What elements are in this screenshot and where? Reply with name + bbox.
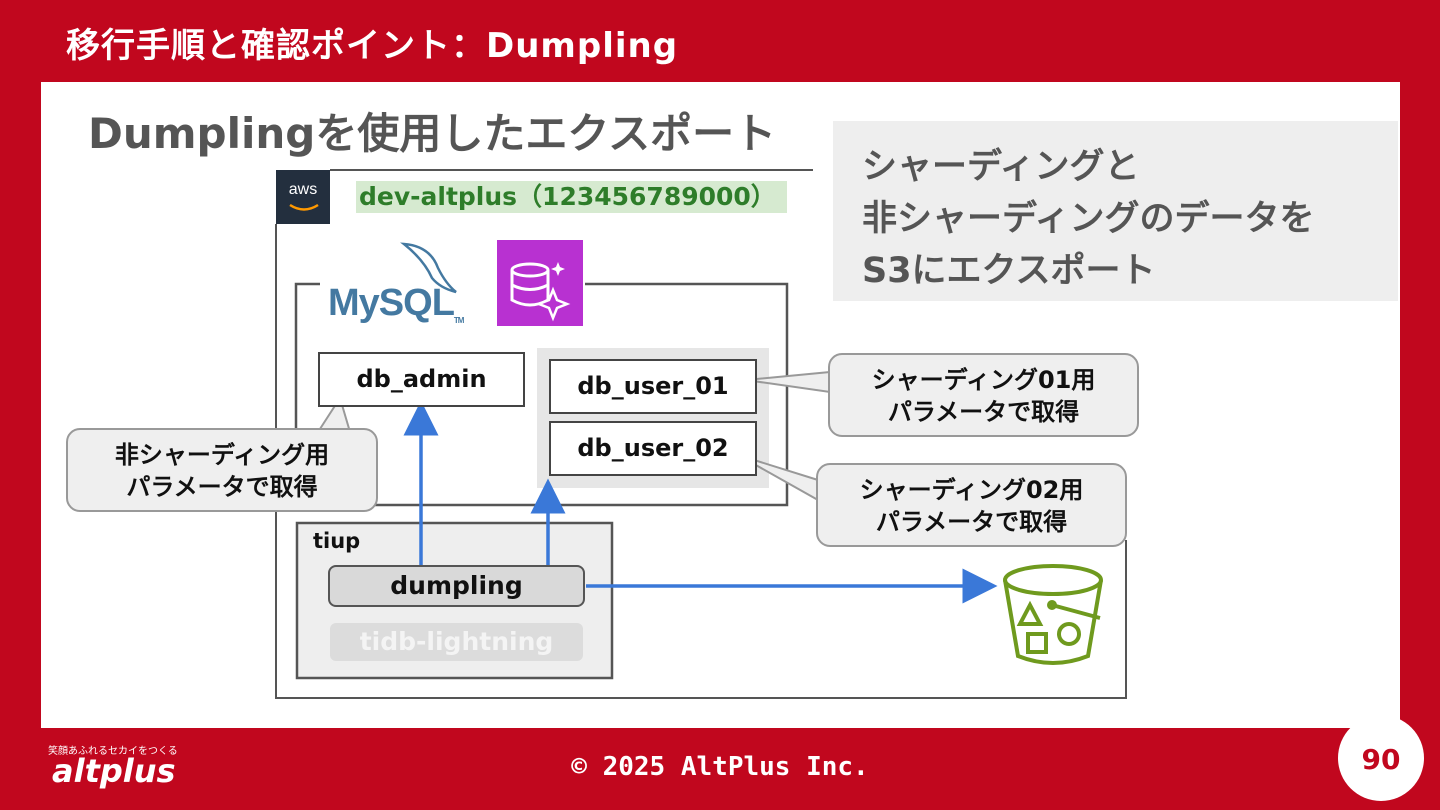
dumpling-box: dumpling — [328, 565, 585, 607]
tidb-lightning-box: tidb-lightning — [330, 623, 583, 661]
bubble-sharding-01-line-1: シャーディング01用 — [871, 366, 1096, 394]
aws-logo-text: aws — [288, 181, 318, 198]
brand-logo: altplus — [52, 752, 176, 790]
rds-aurora-icon — [497, 240, 583, 326]
summary-line-3: S3にエクスポート — [862, 251, 1156, 291]
bubble-non-sharding-line-1: 非シャーディング用 — [114, 441, 330, 469]
mysql-logo: MySQLTM — [328, 282, 465, 325]
summary-line-2: 非シャーディングのデータを — [862, 199, 1315, 239]
brand-tagline: 笑顔あふれるセカイをつくる — [48, 746, 178, 757]
bubble-sharding-01-line-2: パラメータで取得 — [887, 398, 1080, 426]
bubble-sharding-02: シャーディング02用 パラメータで取得 — [816, 463, 1127, 547]
mysql-dolphin-icon — [400, 242, 457, 294]
bubble-sharding-02-line-2: パラメータで取得 — [875, 508, 1068, 536]
summary-line-1: シャーディングと — [862, 147, 1140, 187]
s3-bucket-icon — [1003, 564, 1103, 665]
account-label: dev-altplus（123456789000） — [356, 181, 787, 213]
db-user-01-box: db_user_01 — [549, 359, 757, 414]
summary-callout — [833, 121, 1398, 301]
tiup-label: tiup — [313, 529, 361, 553]
bubble-sharding-02-line-1: シャーディング02用 — [859, 476, 1084, 504]
aws-logo: aws — [276, 170, 330, 224]
bubble-sharding-01: シャーディング01用 パラメータで取得 — [828, 353, 1139, 437]
section-heading: Dumplingを使用したエクスポート — [88, 109, 777, 158]
slide-title: 移行手順と確認ポイント：Dumpling — [66, 26, 679, 66]
mysql-wordmark: MySQL — [328, 282, 455, 324]
mysql-trademark: TM — [453, 316, 465, 325]
bubble-non-sharding-line-2: パラメータで取得 — [126, 473, 318, 501]
copyright: © 2025 AltPlus Inc. — [571, 752, 869, 782]
aws-smile-icon — [289, 203, 319, 211]
bubble-non-sharding: 非シャーディング用 パラメータで取得 — [66, 428, 378, 512]
page-number: 90 — [1338, 715, 1424, 801]
db-admin-box: db_admin — [318, 352, 525, 407]
db-user-02-box: db_user_02 — [549, 421, 757, 476]
